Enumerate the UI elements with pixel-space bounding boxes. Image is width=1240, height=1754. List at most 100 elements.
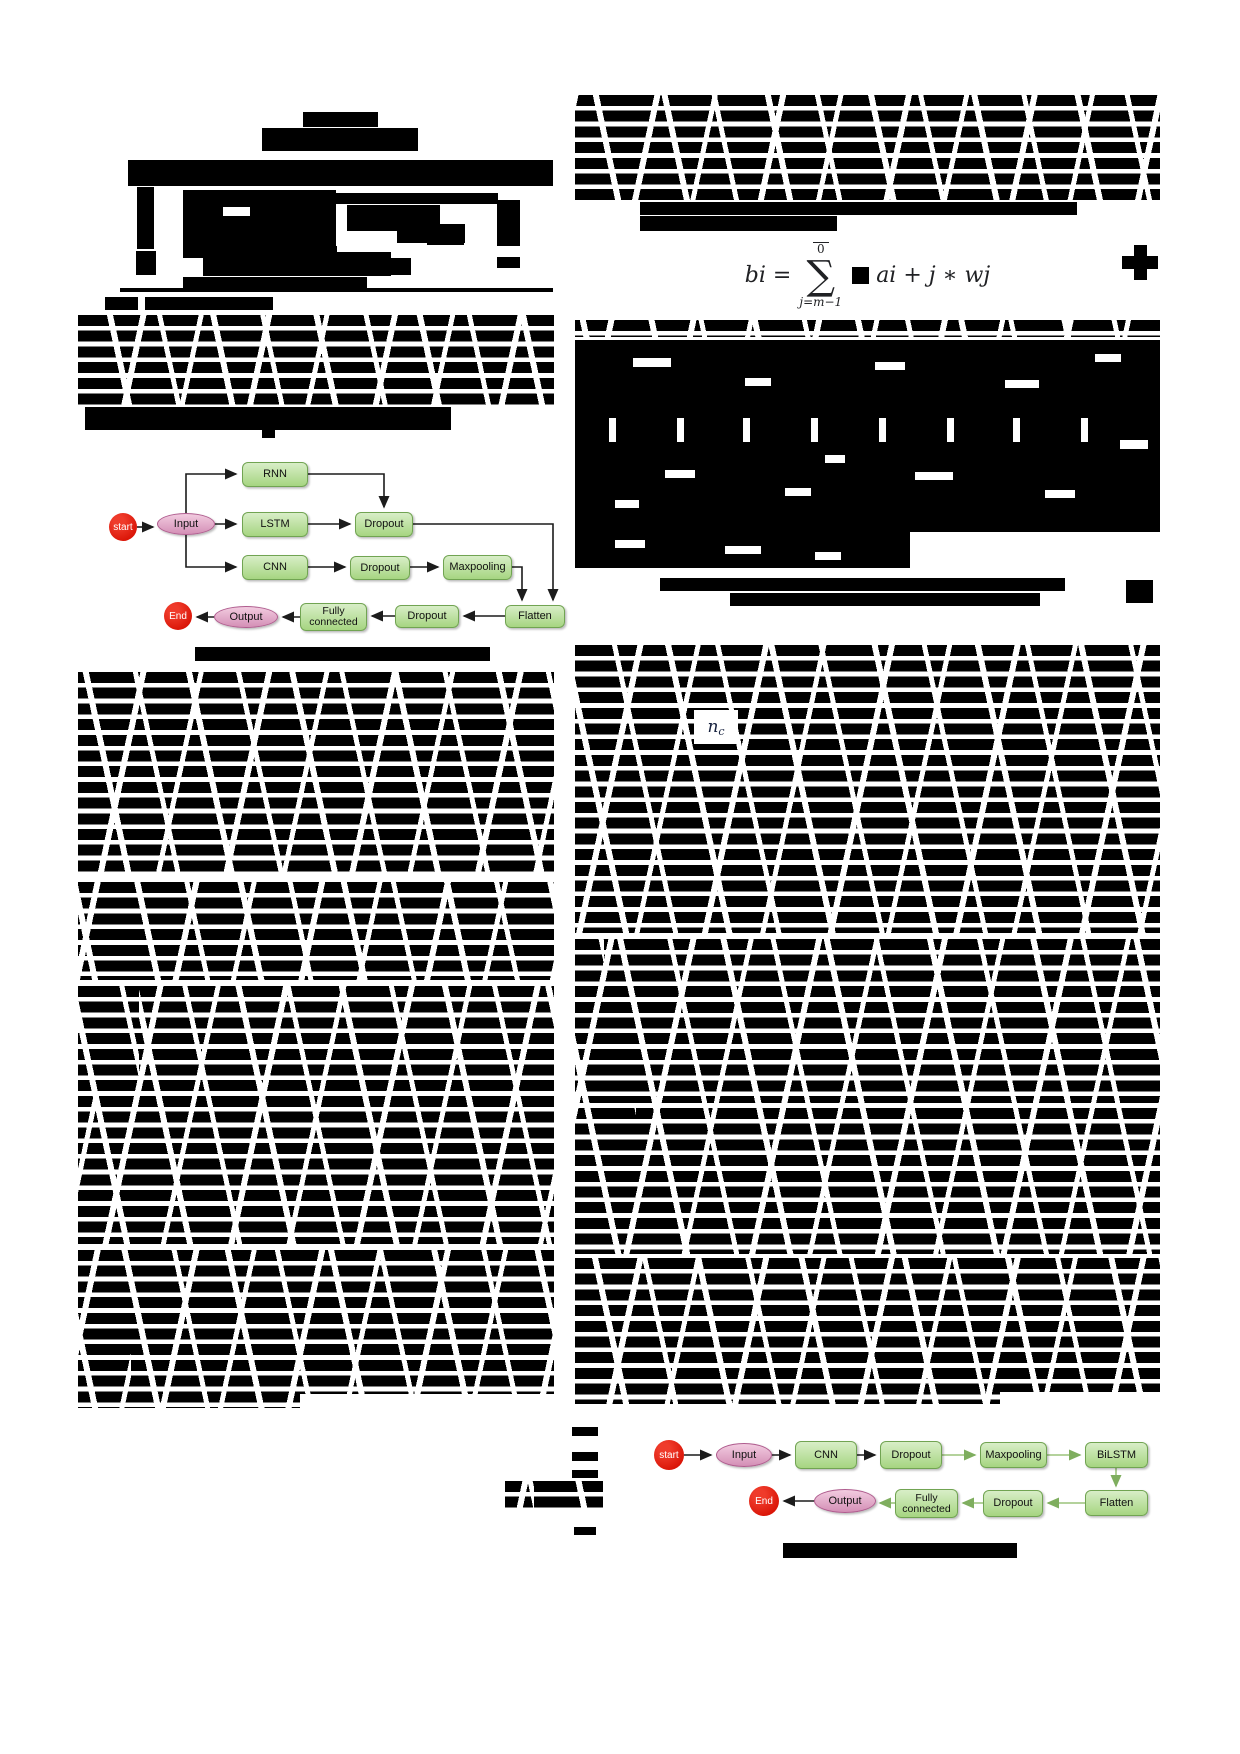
redacted-author-row [128,160,553,186]
fig1-node-flatten: Flatten [505,605,565,628]
figure-2-flowchart: start Input CNN Dropout Maxpooling BiLST… [575,1432,1160,1524]
fig2-node-fully-connected: Fully connected [895,1489,958,1518]
equation-lhs: bi = [744,262,792,288]
redacted-title-line-1 [303,112,378,127]
sum-upper-limit: 0 [812,241,829,256]
redacted-section-heading [145,297,273,310]
redacted-paragraph [575,645,1160,933]
author-block-gap [223,207,250,216]
redacted-footer-block [505,1481,603,1512]
redacted-equation-term [852,266,870,284]
figure-1-connectors [137,468,559,623]
connector-input-rnn [185,468,238,513]
sigma-symbol: ∑ [806,252,836,299]
redacted-author-block [427,232,464,245]
redacted-author-block [136,251,156,275]
redacted-author-block [137,187,154,249]
redacted-title-line-2 [262,128,418,151]
redacted-paragraph [575,939,1160,1103]
fig2-dropout-label: Dropout [993,1497,1033,1509]
redacted-author-block [497,200,520,246]
fig2-start-label: start [659,1449,679,1461]
fig2-flatten-label: Flatten [1099,1496,1134,1509]
fig2-maxpooling-label: Maxpooling [985,1448,1042,1461]
connector-maxpooling-flatten [512,566,528,602]
redacted-text-line [85,407,451,430]
math-subscript: c [718,724,725,738]
fig1-dropout-label: Dropout [360,561,400,574]
fig1-flatten-label: Flatten [518,610,552,622]
equation-rhs: ai + j ∗ wj [876,262,991,288]
fig1-node-dropout-bottom: Dropout [395,605,459,628]
redacted-paragraph [78,672,554,876]
summation-operator: 0 ∑ j=m−1 [799,241,842,309]
redacted-paragraph [78,315,554,405]
fig2-node-maxpooling: Maxpooling [980,1442,1047,1468]
fig1-end-label: End [169,610,187,622]
redacted-paragraph [78,882,554,980]
connector-dropout-flatten [413,523,559,602]
fig1-node-dropout-top: Dropout [355,512,413,537]
fig1-lstm-label: LSTM [260,518,290,530]
redacted-paragraph [78,986,554,1244]
fig1-node-maxpooling: Maxpooling [443,555,512,580]
fig2-node-dropout-top: Dropout [880,1441,942,1469]
fig2-node-start: start [654,1440,684,1470]
fig1-node-lstm: LSTM [242,512,308,537]
redacted-section-number [105,297,138,310]
redacted-figure1-caption [195,647,490,661]
redacted-caption-line [660,578,1065,591]
redacted-text-fragment [572,1452,598,1461]
fig1-node-dropout-mid: Dropout [350,556,410,580]
fig1-dropout-label: Dropout [407,610,447,622]
redacted-paragraph [575,1108,1160,1254]
fig1-node-cnn: CNN [242,555,308,580]
fig1-node-rnn: RNN [242,462,308,487]
connector-input-cnn [185,535,238,573]
fig2-fully-connected-label: Fully connected [902,1491,951,1515]
redacted-text-line [575,320,1160,337]
fig2-node-dropout-bottom: Dropout [983,1490,1043,1517]
redacted-text-fragment [572,1427,598,1436]
redacted-caption-line [730,593,1040,606]
redacted-text-fragment [262,430,275,438]
fig1-input-label: Input [173,517,199,530]
fig2-input-label: Input [731,1448,757,1461]
fig1-node-start: start [109,513,137,541]
fig1-start-label: start [113,521,133,533]
redacted-author-block [183,190,336,248]
redacted-author-block [335,193,498,204]
fig1-cnn-label: CNN [263,561,287,573]
redacted-paragraph [575,1258,1160,1404]
fig2-node-input: Input [716,1443,772,1467]
redacted-paragraph [575,95,1160,201]
redacted-author-block [345,258,411,275]
fig2-node-cnn: CNN [795,1441,857,1469]
paragraph-end-gap [1000,1392,1160,1406]
redacted-author-block [183,277,367,288]
redacted-figure2-caption [783,1543,1017,1558]
fig1-node-end: End [164,602,192,630]
redacted-text-line [640,202,1077,215]
fig2-bilstm-label: BiLSTM [1096,1448,1137,1461]
redacted-text-line [640,216,837,231]
fig2-node-output: Output [814,1489,876,1513]
fig1-maxpooling-label: Maxpooling [449,561,506,573]
fig1-rnn-label: RNN [263,468,287,480]
fig1-output-label: Output [229,610,263,623]
fig2-end-label: End [755,1495,773,1507]
fig2-node-bilstm: BiLSTM [1085,1442,1148,1468]
redacted-equation-number [1134,245,1147,280]
redacted-paragraph [78,1250,554,1408]
figure-2-connectors [684,1449,1122,1509]
math-base: n [707,717,719,737]
redacted-text-fragment [572,1470,598,1478]
equation-1: bi = 0 ∑ j=m−1 ai + j ∗ wj [575,232,1160,318]
connector-rnn-dropout [308,473,390,509]
redacted-figure-block [575,340,1160,532]
fig2-cnn-label: CNN [814,1448,838,1461]
fig1-fully-connected-label: Fully connected [309,605,358,628]
paragraph-end-gap [300,1394,554,1410]
